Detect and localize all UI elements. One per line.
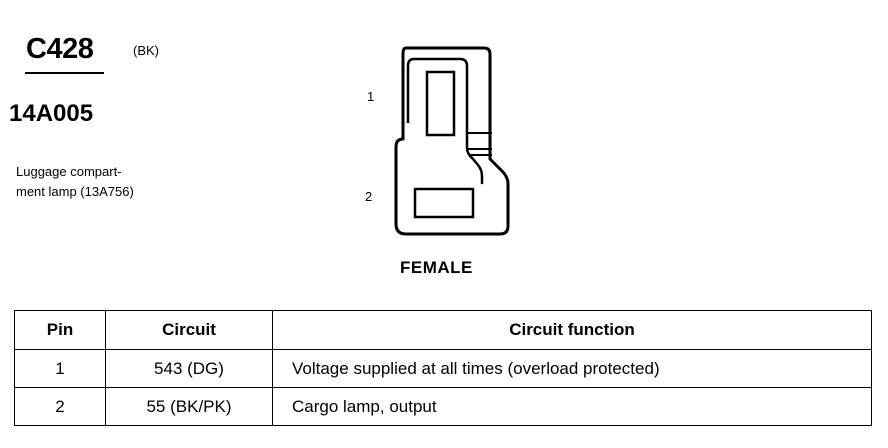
connector-latch-side xyxy=(406,57,415,123)
pin-label-2: 2 xyxy=(365,189,373,204)
pin-2-cavity xyxy=(413,187,475,219)
cell-circuit: 55 (BK/PK) xyxy=(105,387,273,426)
cell-circuit: 543 (DG) xyxy=(105,349,273,388)
connector-color-code: (BK) xyxy=(133,43,159,58)
column-header-circuit-function: Circuit function xyxy=(272,310,872,350)
connector-housing-outline xyxy=(394,46,510,236)
pin-table: Pin Circuit Circuit function 1 543 (DG) … xyxy=(14,310,872,426)
connector-gender-label: FEMALE xyxy=(400,258,473,277)
column-header-pin: Pin xyxy=(14,310,106,350)
cell-pin: 2 xyxy=(14,387,106,426)
connector-latch-outline xyxy=(412,57,484,185)
connector-description: Luggage compart- ment lamp (13A756) xyxy=(16,164,134,199)
cell-circuit-function: Voltage supplied at all times (overload … xyxy=(272,349,872,388)
column-header-circuit: Circuit xyxy=(105,310,273,350)
connector-id-underline xyxy=(25,72,104,74)
cell-pin: 1 xyxy=(14,349,106,388)
connector-id: C428 xyxy=(26,33,94,65)
cell-circuit-function: Cargo lamp, output xyxy=(272,387,872,426)
table-row: 1 543 (DG) Voltage supplied at all times… xyxy=(14,349,872,388)
pin-1-cavity xyxy=(425,70,456,137)
table-header-row: Pin Circuit Circuit function xyxy=(14,310,872,350)
connector-face-drawing xyxy=(394,46,510,236)
part-number: 14A005 xyxy=(9,100,94,127)
table-row: 2 55 (BK/PK) Cargo lamp, output xyxy=(14,387,872,426)
pin-label-1: 1 xyxy=(367,89,375,104)
